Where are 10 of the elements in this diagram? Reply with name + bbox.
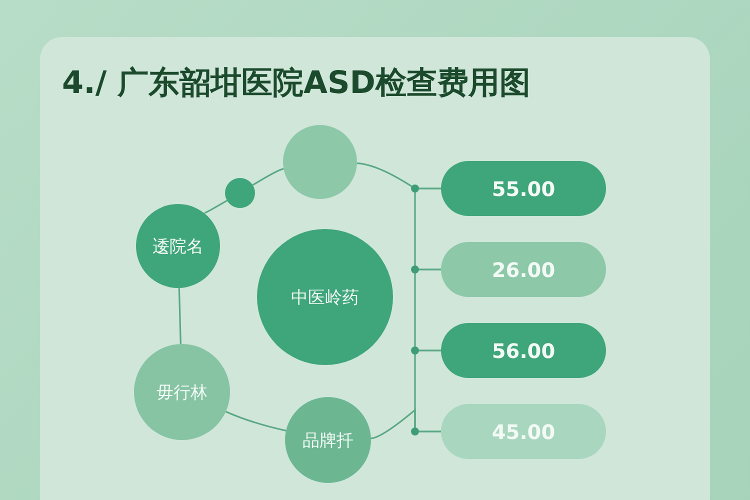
value-pill: 55.00 bbox=[441, 161, 606, 216]
connector-line bbox=[414, 350, 441, 432]
value-pill: 45.00 bbox=[441, 404, 606, 459]
value-pill: 26.00 bbox=[441, 242, 606, 297]
connector-line bbox=[204, 200, 228, 214]
connector-line bbox=[252, 168, 284, 186]
value-pill: 56.00 bbox=[441, 323, 606, 378]
connector-line bbox=[225, 410, 286, 432]
connector-line bbox=[178, 288, 182, 344]
title: 4./ 广东韶坩医院ASD检查费用图 bbox=[62, 64, 531, 103]
